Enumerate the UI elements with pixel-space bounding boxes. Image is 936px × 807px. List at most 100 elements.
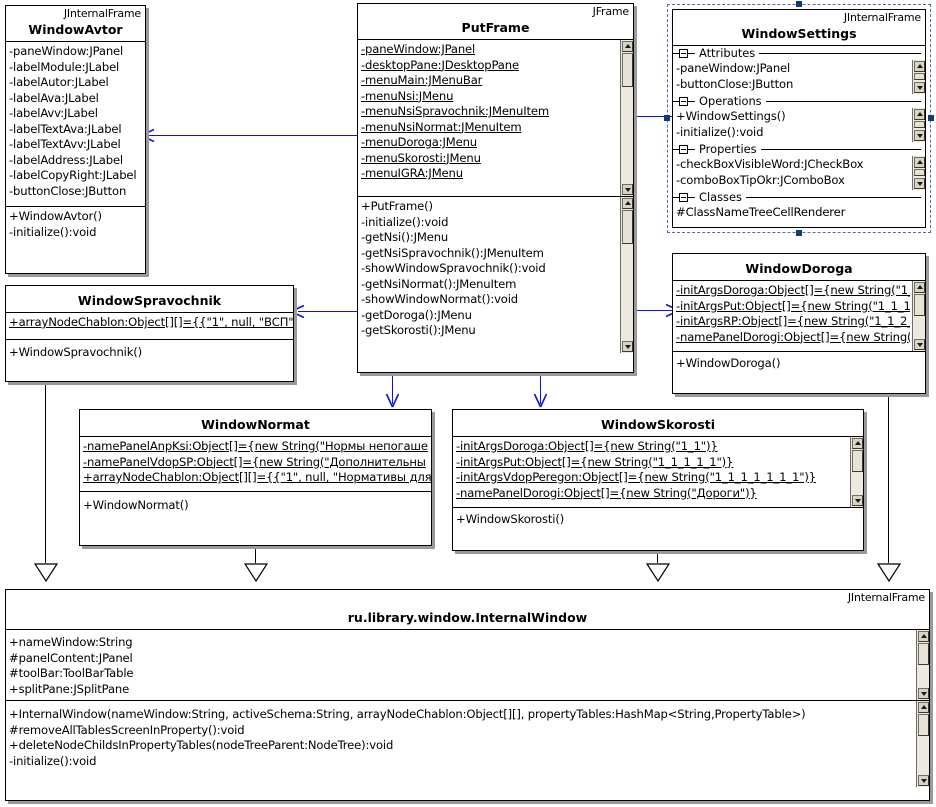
attribute-row: -paneWindow:JPanel bbox=[676, 61, 791, 75]
windowdoroga-operations-compartment[interactable]: +WindowDoroga() bbox=[673, 351, 925, 387]
windownormat-operations-compartment[interactable]: +WindowNormat() bbox=[80, 491, 431, 542]
operation-row: +deleteNodeChildsInPropertyTables(nodeTr… bbox=[9, 738, 394, 752]
windowskorosti-operations-compartment[interactable]: +WindowSkorosti() bbox=[453, 507, 863, 542]
scroll-up-icon[interactable] bbox=[622, 198, 633, 209]
scroll-down-icon[interactable] bbox=[918, 775, 929, 786]
scroll-up-icon[interactable] bbox=[914, 109, 925, 120]
scrollbar-thumb[interactable] bbox=[918, 643, 929, 665]
scroll-down-icon[interactable] bbox=[622, 184, 633, 195]
attributes-scrollbar[interactable] bbox=[912, 60, 925, 94]
putframe-stereotype: JFrame bbox=[592, 5, 630, 18]
windowskorosti-attributes-compartment[interactable]: -initArgsDoroga:Object[]={new String("1_… bbox=[453, 436, 863, 507]
putframe-operations-compartment[interactable]: +PutFrame() -initialize():void -getNsi()… bbox=[358, 196, 633, 353]
class-box-windowskorosti[interactable]: WindowSkorosti -initArgsDoroga:Object[]=… bbox=[452, 409, 864, 551]
scroll-up-icon[interactable] bbox=[914, 282, 925, 293]
operation-row: #removeAllTablesScreenInProperty():void bbox=[9, 722, 245, 737]
windowsettings-attributes-group[interactable]: Attributes -paneWindow:JPanel -buttonClo… bbox=[673, 45, 925, 94]
connector-putframe-to-windownormat bbox=[392, 372, 393, 404]
windowsettings-properties-group[interactable]: Properties -checkBoxVisibleWord:JCheckBo… bbox=[673, 142, 925, 190]
operations-scrollbar[interactable] bbox=[916, 701, 929, 787]
attributes-scrollbar[interactable] bbox=[850, 437, 863, 507]
attribute-row: -menuDoroga:JMenu bbox=[361, 135, 478, 149]
scrollbar-thumb[interactable] bbox=[914, 169, 925, 176]
class-box-windowdoroga[interactable]: WindowDoroga -initArgsDoroga:Object[]={n… bbox=[672, 253, 926, 394]
scroll-down-icon[interactable] bbox=[914, 130, 925, 141]
group-label: Operations bbox=[695, 94, 766, 109]
properties-scrollbar[interactable] bbox=[912, 156, 925, 190]
selection-handle-top[interactable] bbox=[796, 1, 802, 7]
class-box-windowspravochnik[interactable]: WindowSpravochnik +arrayNodeChablon:Obje… bbox=[5, 285, 294, 382]
scroll-up-icon[interactable] bbox=[852, 438, 863, 449]
collapse-toggle-icon[interactable] bbox=[679, 49, 688, 58]
selection-handle-bottom[interactable] bbox=[796, 230, 802, 236]
collapse-toggle-icon[interactable] bbox=[679, 145, 688, 154]
selection-handle-right[interactable] bbox=[928, 115, 934, 121]
attribute-row: +nameWindow:String bbox=[9, 635, 133, 649]
generalization-skorosti-line bbox=[657, 551, 658, 563]
scrollbar-thumb[interactable] bbox=[918, 714, 929, 736]
internalwindow-operations-compartment[interactable]: +InternalWindow(nameWindow:String, activ… bbox=[6, 700, 929, 787]
windowspravochnik-operations-compartment[interactable]: +WindowSpravochnik() bbox=[6, 339, 293, 380]
selection-handle-left[interactable] bbox=[664, 115, 670, 121]
collapse-toggle-icon[interactable] bbox=[679, 97, 688, 106]
scroll-down-icon[interactable] bbox=[622, 341, 633, 352]
windowskorosti-header: WindowSkorosti bbox=[453, 410, 863, 436]
class-box-internalwindow[interactable]: JInternalFrame ru.library.window.Interna… bbox=[5, 589, 930, 801]
windowsettings-operations-group[interactable]: Operations +WindowSettings() -initialize… bbox=[673, 94, 925, 142]
property-row: -comboBoxTipOkr:JComboBox bbox=[676, 172, 845, 187]
class-box-windowavtor[interactable]: JInternalFrame WindowAvtor -paneWindow:J… bbox=[5, 5, 146, 274]
attributes-scrollbar[interactable] bbox=[912, 281, 925, 351]
windowdoroga-class-name: WindowDoroga bbox=[745, 261, 853, 276]
group-header-attributes[interactable]: Attributes bbox=[673, 46, 925, 61]
group-header-operations[interactable]: Operations bbox=[673, 94, 925, 109]
scrollbar-thumb[interactable] bbox=[622, 210, 633, 244]
scrollbar-thumb[interactable] bbox=[914, 294, 925, 316]
scrollbar-thumb[interactable] bbox=[852, 450, 863, 472]
operation-row: -getNsiNormat():JMenuItem bbox=[361, 276, 517, 291]
scroll-up-icon[interactable] bbox=[914, 157, 925, 168]
group-header-properties[interactable]: Properties bbox=[673, 142, 925, 157]
attribute-row: -namePanelVdopSP:Object[]={new String("Д… bbox=[83, 454, 426, 469]
scroll-up-icon[interactable] bbox=[914, 61, 925, 72]
operations-scrollbar[interactable] bbox=[620, 197, 633, 353]
scrollbar-thumb[interactable] bbox=[914, 121, 925, 128]
windowavtor-attributes-compartment[interactable]: -paneWindow:JPanel -labelModule:JLabel -… bbox=[6, 41, 145, 206]
attribute-row: -menuNsi:JMenu bbox=[361, 88, 454, 103]
windowdoroga-attributes-compartment[interactable]: -initArgsDoroga:Object[]={new String("1_… bbox=[673, 280, 925, 351]
generalization-spravochnik-line bbox=[45, 381, 46, 563]
scroll-down-icon[interactable] bbox=[914, 82, 925, 93]
windowavtor-stereotype: JInternalFrame bbox=[63, 7, 141, 20]
class-box-putframe[interactable]: JFrame PutFrame -paneWindow:JPanel -desk… bbox=[357, 3, 634, 373]
scroll-up-icon[interactable] bbox=[918, 631, 929, 642]
attribute-row: -initArgsPut:Object[]={new String("1_1_1… bbox=[456, 454, 734, 469]
collapse-toggle-icon[interactable] bbox=[679, 193, 688, 202]
class-box-windowsettings[interactable]: JInternalFrame WindowSettings Attributes… bbox=[672, 9, 926, 228]
windowspravochnik-attributes-compartment[interactable]: +arrayNodeChablon:Object[][]={{"1", null… bbox=[6, 312, 293, 339]
group-header-classes[interactable]: Classes bbox=[673, 190, 925, 205]
windowavtor-operations-compartment[interactable]: +WindowAvtor() -initialize():void bbox=[6, 206, 145, 245]
attribute-row: -initArgsVdopPeregon:Object[]={new Strin… bbox=[456, 470, 817, 484]
internalwindow-stereotype: JInternalFrame bbox=[847, 591, 925, 604]
operation-row: -showWindowSpravochnik():void bbox=[361, 261, 546, 275]
scroll-down-icon[interactable] bbox=[914, 339, 925, 350]
windowsettings-stereotype: JInternalFrame bbox=[843, 11, 921, 24]
putframe-class-name: PutFrame bbox=[461, 20, 530, 35]
scroll-down-icon[interactable] bbox=[918, 688, 929, 699]
attributes-scrollbar[interactable] bbox=[916, 630, 929, 700]
scroll-up-icon[interactable] bbox=[622, 41, 633, 52]
windownormat-attributes-compartment[interactable]: -namePanelAnpKsi:Object[]={new String("Н… bbox=[80, 436, 431, 491]
operation-row: +InternalWindow(nameWindow:String, activ… bbox=[9, 707, 806, 721]
internalwindow-attributes-compartment[interactable]: +nameWindow:String #panelContent:JPanel … bbox=[6, 629, 929, 700]
attributes-scrollbar[interactable] bbox=[620, 40, 633, 196]
scrollbar-thumb[interactable] bbox=[622, 53, 633, 87]
operations-scrollbar[interactable] bbox=[912, 108, 925, 142]
scrollbar-thumb[interactable] bbox=[914, 73, 925, 80]
attribute-row: -labelAvv:JLabel bbox=[9, 106, 98, 120]
class-box-windownormat[interactable]: WindowNormat -namePanelAnpKsi:Object[]={… bbox=[79, 409, 432, 546]
windowsettings-classes-group[interactable]: Classes #ClassNameTreeCellRenderer bbox=[673, 190, 925, 222]
attribute-row: +splitPane:JSplitPane bbox=[9, 681, 130, 696]
putframe-attributes-compartment[interactable]: -paneWindow:JPanel -desktopPane:JDesktop… bbox=[358, 39, 633, 196]
scroll-up-icon[interactable] bbox=[918, 702, 929, 713]
scroll-down-icon[interactable] bbox=[852, 495, 863, 506]
scroll-down-icon[interactable] bbox=[914, 178, 925, 189]
